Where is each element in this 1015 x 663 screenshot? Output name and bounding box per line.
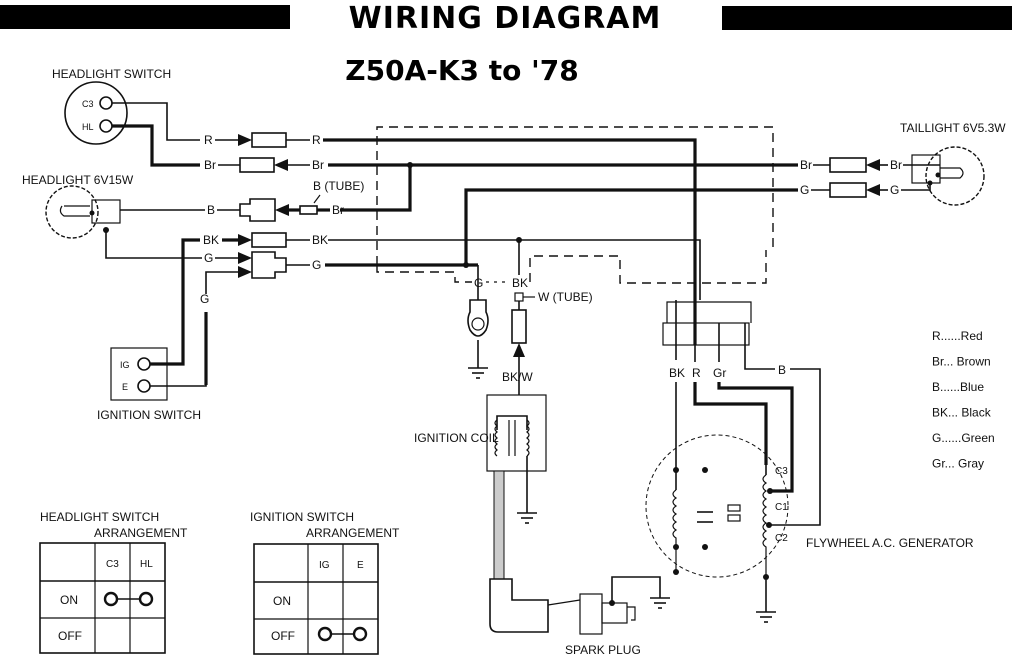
table-title-1: HEADLIGHT SWITCH <box>40 510 159 524</box>
wire-label-b-gen: B <box>778 363 786 377</box>
wire-label-b-tube: B (TUBE) <box>313 179 364 193</box>
wire-label-r-gen: R <box>692 366 701 380</box>
wire-label-br: Br <box>204 158 216 172</box>
legend-item-blue: B......Blue <box>932 380 984 394</box>
ignition-coil-label: IGNITION COIL <box>414 431 499 445</box>
wire-label-r-2: R <box>312 133 321 147</box>
title-bar-left <box>0 5 290 29</box>
headlight-label: HEADLIGHT 6V15W <box>22 173 134 187</box>
gen-terminal-c3: C3 <box>775 466 788 477</box>
wire-label-w-tube: W (TUBE) <box>538 290 593 304</box>
terminal-ig: IG <box>120 360 130 370</box>
model-subtitle: Z50A-K3 to '78 <box>345 54 578 87</box>
wire-label-r: R <box>204 133 213 147</box>
spark-plug-label: SPARK PLUG <box>565 643 641 657</box>
taillight-label: TAILLIGHT 6V5.3W <box>900 121 1006 135</box>
table-title-2: IGNITION SWITCH <box>250 510 354 524</box>
gen-terminal-c1: C1 <box>775 502 788 513</box>
headlight-switch: HEADLIGHT SWITCH C3 HL <box>52 67 171 145</box>
legend-item-black: BK... Black <box>932 406 992 420</box>
wire-label-b: B <box>207 203 215 217</box>
wire-label-bk-gen: BK <box>669 366 685 380</box>
diagram-title: WIRING DIAGRAM <box>349 1 662 36</box>
row-off: OFF <box>58 629 82 643</box>
headlight-switch-label: HEADLIGHT SWITCH <box>52 67 171 81</box>
wire-label-gr-gen: Gr <box>713 366 726 380</box>
ignition-switch: IG E IGNITION SWITCH <box>97 347 201 422</box>
wire-label-bk-2: BK <box>312 233 328 247</box>
terminal-e: E <box>122 382 128 392</box>
gen-terminal-c2: C2 <box>775 533 788 544</box>
title-bar-right <box>722 6 1012 30</box>
hv-lead <box>493 470 505 580</box>
wire-label-g-2: G <box>312 258 321 272</box>
legend-item-red: R......Red <box>932 329 983 343</box>
wire-label-g-3: G <box>200 292 209 306</box>
connection-symbol <box>103 591 154 607</box>
flywheel-generator: C3 C1 C2 FLYWHEEL A.C. GENERATOR <box>645 434 974 623</box>
terminal-c3: C3 <box>82 99 94 109</box>
legend-item-green: G......Green <box>932 431 995 445</box>
wire-label-g: G <box>204 251 213 265</box>
generator-label: FLYWHEEL A.C. GENERATOR <box>806 536 974 550</box>
row-off-2: OFF <box>271 629 295 643</box>
col-e: E <box>357 560 364 571</box>
col-hl: HL <box>140 559 153 570</box>
headlight-switch-table: HEADLIGHT SWITCH ARRANGEMENT C3 HL ON OF… <box>39 510 188 654</box>
headlight: HEADLIGHT 6V15W <box>22 173 134 239</box>
col-c3: C3 <box>106 559 119 570</box>
ignition-switch-table: IGNITION SWITCH ARRANGEMENT IG E ON OFF <box>250 510 400 655</box>
spark-plug: SPARK PLUG <box>489 576 670 657</box>
table-subtitle-2: ARRANGEMENT <box>306 526 400 540</box>
connection-symbol-2 <box>317 626 368 642</box>
wire-label-bk-coil: BK <box>512 276 528 290</box>
col-ig: IG <box>319 560 330 571</box>
ignition-switch-label: IGNITION SWITCH <box>97 408 201 422</box>
wire-label-bk: BK <box>203 233 219 247</box>
wire-label-g-tail-2: G <box>890 183 899 197</box>
wire-label-br-3: Br <box>332 203 344 217</box>
legend-item-gray: Gr... Gray <box>932 457 984 471</box>
taillight: TAILLIGHT 6V5.3W <box>900 121 1006 206</box>
wire-label-bk-w: BK/W <box>502 370 533 384</box>
row-on: ON <box>60 593 78 607</box>
wire-label-br-tail-2: Br <box>890 158 902 172</box>
legend-item-brown: Br... Brown <box>932 355 991 369</box>
wire-label-g-tail: G <box>800 183 809 197</box>
table-subtitle-1: ARRANGEMENT <box>94 526 188 540</box>
wire-label-g-ground: G <box>474 276 483 290</box>
wire-label-br-tail: Br <box>800 158 812 172</box>
ignition-coil: IGNITION COIL <box>414 394 547 580</box>
row-on-2: ON <box>273 594 291 608</box>
terminal-hl: HL <box>82 122 94 132</box>
wire-label-br-2: Br <box>312 158 324 172</box>
